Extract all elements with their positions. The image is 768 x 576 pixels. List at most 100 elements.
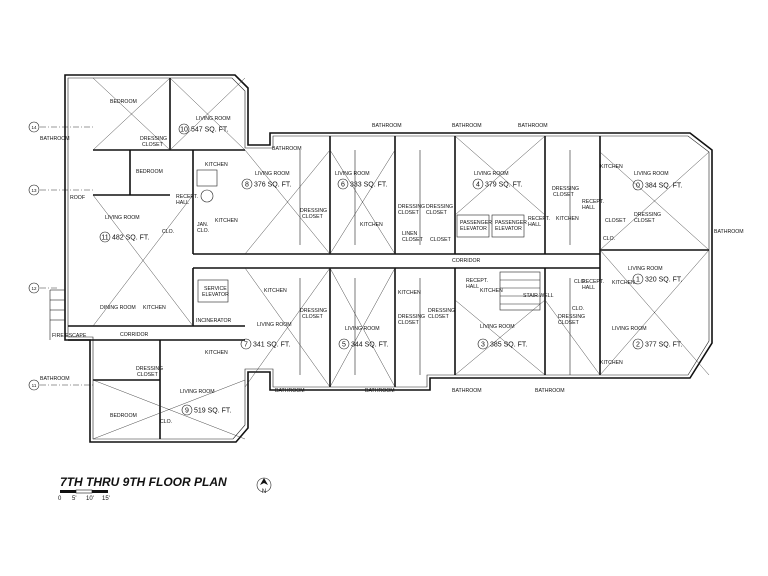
unit-8: 8 376 SQ. FT. [241,178,291,190]
label-linen: LINEN [402,231,418,237]
label-kitchen-1: KITCHEN [612,280,635,286]
label-bathroom-10: BATHROOM [40,136,70,142]
unit-labels: 10 547 SQ. FT. 11 482 SQ. FT. 8 376 SQ. … [99,123,682,416]
axis-label-14: 14 [31,125,37,130]
label-living-room-0: LIVING ROOM [634,171,669,177]
label-dressing-2: DRESSING [558,314,585,320]
label-living-room-2: LIVING ROOM [612,326,647,332]
unit-number-0: 0 [636,183,640,190]
unit-area-9: 519 SQ. FT. [194,408,231,415]
unit-area-6: 333 SQ. FT. [350,182,387,189]
label-closet-10: CLOSET [142,142,164,148]
scale-bar: 0 5' 10' 15' [58,489,110,502]
unit-number-10: 10 [180,127,188,134]
label-living-room-7: LIVING ROOM [257,322,292,328]
label-living-room-4: LIVING ROOM [474,171,509,177]
unit-number-7: 7 [244,342,248,349]
scale-label-0: 0 [58,496,62,502]
label-elevator-2: ELEVATOR [495,226,522,232]
label-passenger-2: PASSENGER [495,220,527,226]
label-clo-11: CLO. [162,229,174,235]
unit-1: 1 320 SQ. FT. [632,273,682,285]
unit-6: 6 333 SQ. FT. [337,178,387,190]
unit-number-11: 11 [101,235,108,242]
unit-number-3: 3 [481,342,485,349]
scale-label-15: 15' [102,496,110,502]
label-service-elevator: ELEVATOR [202,292,229,298]
label-kitchen-2: KITCHEN [600,360,623,366]
unit-area-4: 379 SQ. FT. [485,182,522,189]
north-label: N [262,489,266,495]
label-bathroom-3: BATHROOM [452,388,482,394]
label-kitchen-3: KITCHEN [480,288,503,294]
label-dressing-9: DRESSING [136,366,163,372]
axis-label-13: 13 [31,188,37,193]
label-roof: ROOF [70,195,85,201]
title-block: 7TH THRU 9TH FLOOR PLAN N 0 5' 10' 15' [58,475,272,502]
label-bathroom-8: BATHROOM [272,146,302,152]
axis-grid: 14 13 12 11 [28,121,95,391]
label-living-room-10: LIVING ROOM [196,116,231,122]
unit-11: 11 482 SQ. FT. [99,231,149,243]
label-dressing-0b: DRESSING [634,212,661,218]
label-closet-8: CLOSET [302,214,324,220]
label-bathroom-9: BATHROOM [40,376,70,382]
label-closet-0b: CLOSET [605,218,627,224]
label-kitchen-11: KITCHEN [143,305,166,311]
label-linen-closet: CLOSET [402,237,424,243]
label-recept-4: RECEPT. [528,216,550,222]
unit-area-5: 344 SQ. FT. [351,342,388,349]
label-incinerator: INCINERATOR [196,318,232,324]
label-bathroom-0: BATHROOM [518,123,548,129]
label-closet-0a: CLOSET [553,192,575,198]
room-labels: BEDROOM LIVING ROOM BATHROOM DRESSING CL… [40,99,744,425]
unit-area-1: 320 SQ. FT. [645,277,682,284]
label-closet-core: CLOSET [430,237,452,243]
label-closet-6: CLOSET [398,210,420,216]
unit-area-2: 377 SQ. FT. [645,342,682,349]
unit-2: 2 377 SQ. FT. [632,338,682,350]
label-service: SERVICE [204,286,227,292]
label-bathroom-7: BATHROOM [275,388,305,394]
plan-title: 7TH THRU 9TH FLOOR PLAN [60,475,227,489]
label-dressing-6: DRESSING [398,204,425,210]
axis-label-12: 12 [31,286,37,291]
interior-walls [93,78,709,439]
label-dressing-8: DRESSING [300,208,327,214]
label-kitchen-7: KITCHEN [205,350,228,356]
unit-area-10: 547 SQ. FT. [191,127,228,134]
label-recept-1: RECEPT. [582,279,604,285]
label-kitchen-10: KITCHEN [205,162,228,168]
label-living-room-1: LIVING ROOM [628,266,663,272]
label-fire-escape: FIRE ESCAPE [52,333,87,339]
core-blocks [49,169,541,340]
unit-7: 7 341 SQ. FT. [240,338,290,350]
north-arrow-icon [260,478,268,485]
label-jan: JAN. [197,222,208,228]
unit-area-7: 341 SQ. FT. [253,342,290,349]
label-corridor-main: CORRIDOR [452,258,480,264]
corridor-walls [68,253,600,341]
unit-3: 3 385 SQ. FT. [477,338,527,350]
label-kitchen-0: KITCHEN [600,164,623,170]
unit-4: 4 379 SQ. FT. [472,178,522,190]
unit-area-0: 384 SQ. FT. [645,183,682,190]
unit-10: 10 547 SQ. FT. [178,123,228,135]
label-living-room-3: LIVING ROOM [480,324,515,330]
label-closet-5: CLOSET [398,320,420,326]
label-dressing-7: DRESSING [300,308,327,314]
unit-area-11: 482 SQ. FT. [112,235,149,242]
label-kitchen-8: KITCHEN [215,218,238,224]
label-clo-0: CLO. [603,236,615,242]
unit-5: 5 344 SQ. FT. [338,338,388,350]
label-dining-room-11: DINING ROOM [100,305,136,311]
scale-label-5: 5' [72,496,76,502]
label-kitchen-6: KITCHEN [360,222,383,228]
unit-9: 9 519 SQ. FT. [181,404,231,416]
label-stair-well: STAIR WELL [523,293,554,299]
label-closet-0c: CLOSET [634,218,656,224]
label-living-room-11: LIVING ROOM [105,215,140,221]
label-clo-2: CLO. [572,306,584,312]
label-recept-3: RECEPT. [466,278,488,284]
